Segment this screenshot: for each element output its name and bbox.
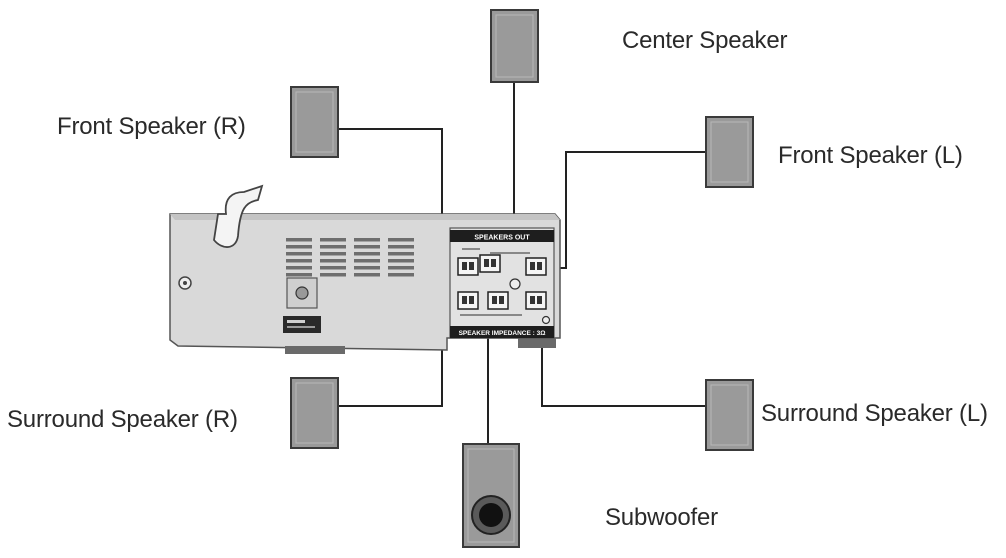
label-surround-speaker-l: Surround Speaker (L)	[761, 400, 988, 427]
vent-slot	[388, 266, 414, 270]
speakers-out-label: SPEAKERS OUT	[474, 235, 530, 242]
subwoofer-icon	[462, 443, 520, 548]
wire-front-l	[548, 151, 706, 269]
vent-slot	[320, 266, 346, 270]
wire-surround-l	[541, 301, 706, 407]
impedance-label: SPEAKER IMPEDANCE : 3Ω	[459, 330, 546, 337]
terminal-center	[479, 254, 501, 273]
front-speaker-r-icon	[290, 86, 339, 158]
surround-speaker-l-icon	[705, 379, 754, 451]
vent-slot	[320, 245, 346, 249]
terminal-surround-r	[457, 291, 479, 310]
terminal-front-r	[457, 257, 479, 276]
ground-screw-icon	[541, 315, 551, 325]
vent-slot	[286, 273, 312, 277]
vent-slot	[354, 252, 380, 256]
terminal-subwoofer	[487, 291, 509, 310]
vent-slot	[354, 273, 380, 277]
label-front-speaker-r: Front Speaker (R)	[57, 113, 246, 140]
vent-slot	[354, 245, 380, 249]
terminal-surround-l	[525, 291, 547, 310]
label-surround-speaker-r: Surround Speaker (R)	[7, 406, 238, 433]
surround-speaker-r-icon	[290, 377, 339, 449]
vent-slot	[354, 259, 380, 263]
receiver-foot-right	[518, 338, 556, 348]
speakers-out-banner	[450, 230, 554, 242]
vent-slot	[388, 245, 414, 249]
vent-slot	[388, 252, 414, 256]
vent-slot	[320, 238, 346, 242]
speaker-terminal-panel	[449, 227, 555, 339]
label-plate	[283, 316, 321, 333]
vent-slot	[388, 238, 414, 242]
vent-slot	[320, 273, 346, 277]
vent-slot	[388, 259, 414, 263]
ground-screw-icon	[509, 278, 521, 290]
terminal-front-l	[525, 257, 547, 276]
impedance-banner	[450, 326, 554, 338]
vent-grille	[286, 238, 414, 277]
label-front-speaker-l: Front Speaker (L)	[778, 142, 963, 169]
label-subwoofer: Subwoofer	[605, 504, 718, 531]
vent-slot	[286, 259, 312, 263]
vent-slot	[286, 245, 312, 249]
vent-slot	[354, 238, 380, 242]
speakers	[290, 9, 754, 548]
receiver-foot-left	[285, 346, 345, 354]
antenna-jack-icon	[295, 286, 309, 300]
receiver-top-edge	[170, 214, 560, 220]
vent-slot	[388, 273, 414, 277]
label-center-speaker: Center Speaker	[622, 27, 788, 54]
center-speaker-icon	[490, 9, 539, 83]
vent-slot	[286, 252, 312, 256]
front-speaker-l-icon	[705, 116, 754, 188]
vent-slot	[320, 252, 346, 256]
receiver-unit: SPEAKERS OUT SPEAKER IMPEDANCE : 3Ω	[169, 184, 561, 354]
vent-slot	[320, 259, 346, 263]
vent-slot	[286, 238, 312, 242]
vent-slot	[286, 266, 312, 270]
power-cord	[213, 184, 264, 248]
vent-slot	[354, 266, 380, 270]
